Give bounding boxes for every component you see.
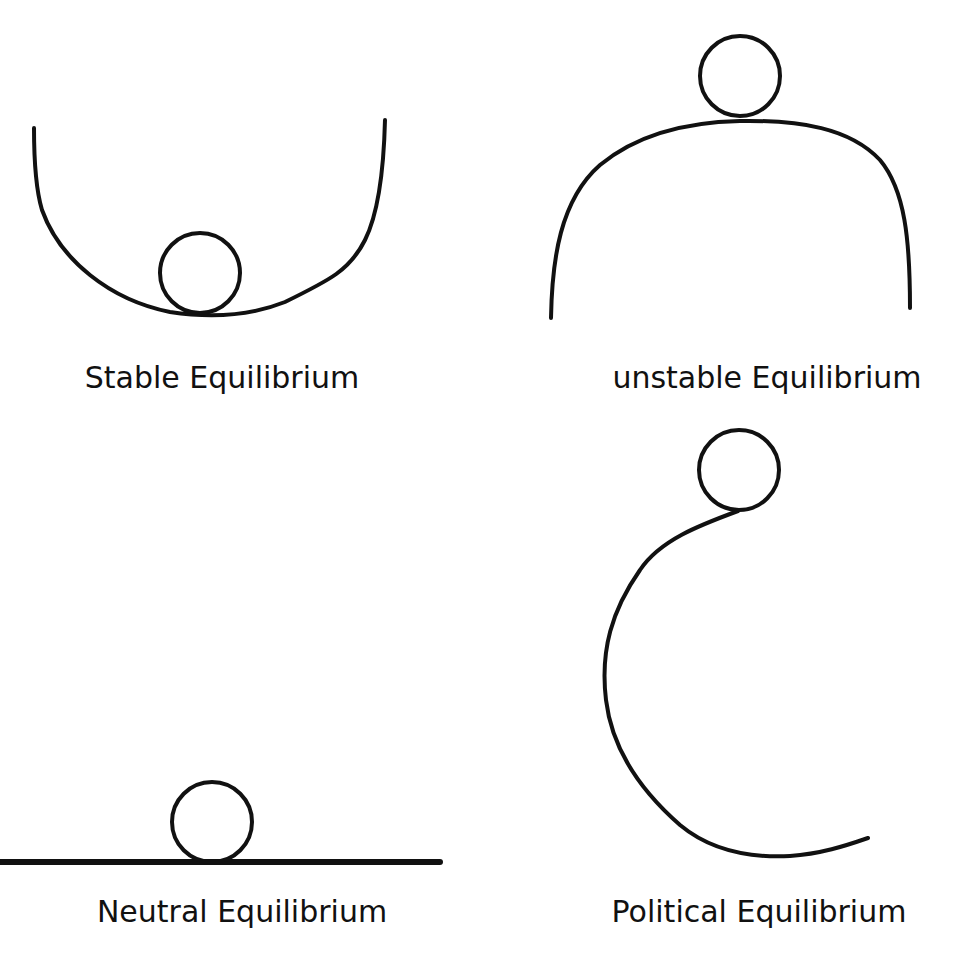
panel-caption: Neutral Equilibrium <box>97 894 387 930</box>
bowl-curve <box>34 120 385 315</box>
panel-caption: Political Equilibrium <box>612 894 907 930</box>
ball <box>172 782 252 862</box>
ball <box>699 430 779 510</box>
overhang-curve <box>604 511 868 856</box>
hill-curve <box>551 121 910 318</box>
ball <box>700 36 780 116</box>
ball <box>160 233 240 313</box>
panel-caption: unstable Equilibrium <box>612 360 921 396</box>
panel-caption: Stable Equilibrium <box>85 360 360 396</box>
